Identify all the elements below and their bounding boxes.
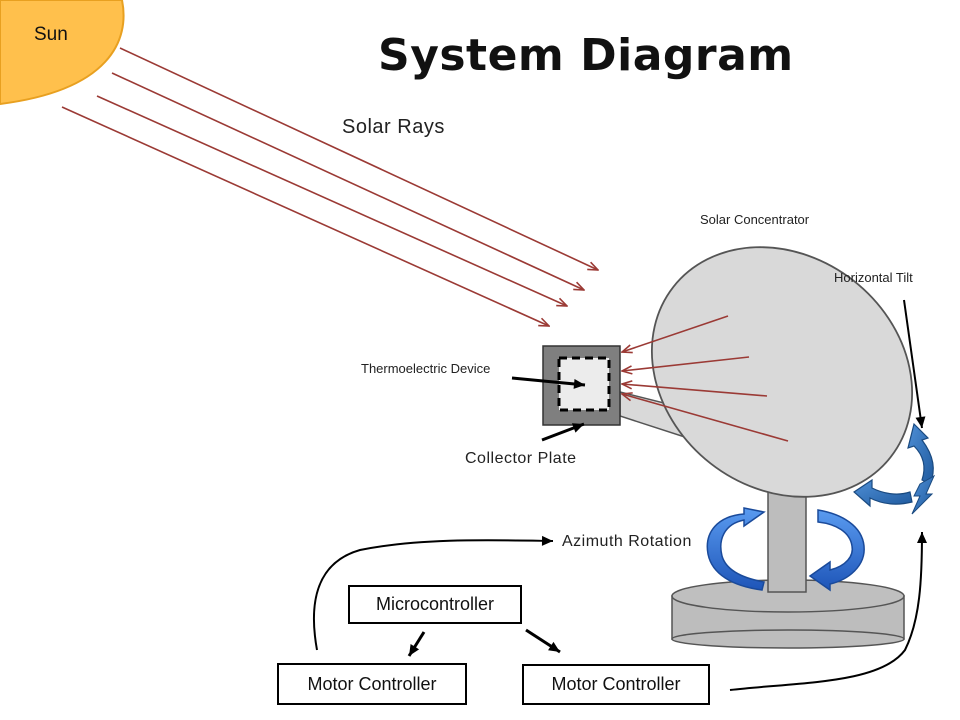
azimuth-rotation-arrows — [706, 507, 865, 592]
solar-ray-3 — [96, 95, 567, 306]
solar-rays — [61, 47, 598, 326]
dish-base — [671, 579, 905, 649]
solar-ray-4 — [61, 106, 549, 326]
azimuth-control-arrow — [313, 535, 554, 651]
microcontroller-box: Microcontroller — [348, 585, 522, 624]
azimuth-arrow-left — [706, 507, 766, 591]
reflected-ray-3 — [622, 384, 768, 397]
motor-controller-left-box: Motor Controller — [277, 663, 467, 705]
micro-to-left-motor-arrow — [407, 631, 426, 657]
tilt-control-arrow — [729, 531, 927, 691]
thermoelectric-pointer-arrow — [511, 376, 586, 389]
reflected-ray-1 — [622, 315, 729, 352]
horizontal-tilt-pointer-arrow — [903, 299, 926, 429]
reflected-ray-2 — [622, 356, 750, 371]
tilt-arrow-lower — [853, 478, 913, 508]
solar-ray-2 — [111, 72, 584, 290]
motor-controller-right-box: Motor Controller — [522, 664, 710, 705]
thermoelectric-device-label: Thermoelectric Device — [361, 361, 491, 376]
solar-rays-label: Solar Rays — [342, 116, 445, 138]
collector-plate-label: Collector Plate — [465, 450, 577, 467]
azimuth-rotation-label: Azimuth Rotation — [562, 533, 692, 550]
solar-concentrator-dish — [651, 246, 913, 498]
reflected-ray-4 — [622, 394, 789, 442]
collector-pointer-arrow — [541, 422, 585, 442]
solar-concentrator-label: Solar Concentrator — [700, 212, 810, 227]
reflected-rays — [622, 315, 789, 442]
page-title: System Diagram — [378, 30, 794, 81]
sun-label: Sun — [34, 24, 68, 45]
sun-shape — [0, 0, 125, 106]
micro-to-right-motor-arrow — [525, 628, 561, 654]
horizontal-tilt-arrows — [853, 422, 936, 515]
tilt-arrow-tail — [911, 474, 936, 515]
azimuth-arrow-right — [808, 509, 865, 592]
horizontal-tilt-label: Horizontal Tilt — [834, 270, 913, 285]
solar-ray-1 — [119, 47, 598, 270]
tilt-arrow-upper — [907, 422, 934, 485]
